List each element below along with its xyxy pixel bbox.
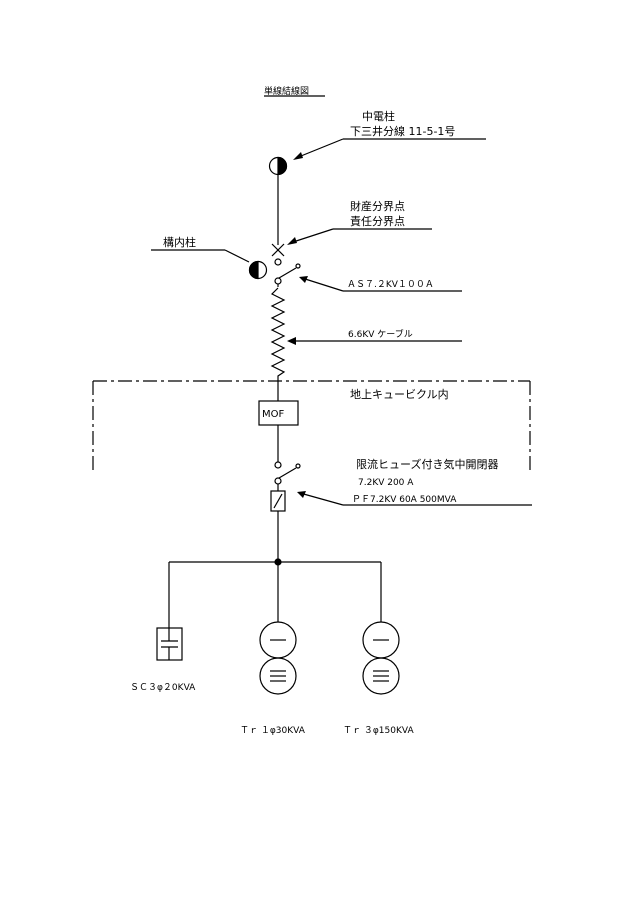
yard-pole-label: 構内柱: [163, 235, 196, 249]
as-leader: [301, 277, 344, 292]
fuse-symbol: [270, 490, 286, 512]
air-switch-symbol: [274, 263, 301, 287]
cubicle-label: 地上キュービクル内: [350, 387, 449, 401]
pf-label-line1: 限流ヒューズ付き気中開閉器: [356, 457, 498, 471]
demarcation-label-line2: 責任分界点: [350, 214, 405, 228]
demarcation-point-symbol: [271, 243, 285, 257]
tr1-label: Ｔｒ １φ30KVA: [240, 726, 306, 736]
pole-label-leader: [295, 138, 344, 159]
sc-label: ＳＣ３φ２0KVA: [130, 683, 196, 693]
yard-pole-leader: [224, 249, 250, 263]
cable-symbol: [270, 287, 286, 392]
transformer-3-symbol: [362, 621, 400, 695]
pf-label-line2: 7.2KV 200 A: [358, 478, 414, 488]
connection-node: [274, 258, 282, 266]
pole-label-line2: 下三井分線 11-5-1号: [350, 124, 455, 138]
cable-label: 6.6KV ケーブル: [348, 328, 413, 340]
transformer-1-symbol: [259, 621, 297, 695]
utility-pole-symbol: [268, 156, 288, 176]
as-switch-label: ＡＳ７.２KV１００Ａ: [347, 280, 434, 290]
demarcation-label-line1: 財産分界点: [350, 199, 405, 213]
capacitor-symbol: [156, 627, 183, 661]
pf-leader: [299, 492, 344, 506]
cubicle-boundary: [92, 380, 531, 470]
demarcation-leader: [289, 228, 334, 244]
pf-label-line3: ＰＦ7.2KV 60A 500MVA: [352, 495, 457, 505]
pole-label-line1: 中電柱: [362, 109, 395, 123]
diagram-title: 単線結線図: [264, 85, 309, 97]
tr3-label: Ｔｒ ３φ150KVA: [343, 726, 414, 736]
yard-pole-symbol: [248, 260, 268, 280]
load-break-switch-symbol: [274, 461, 301, 491]
mof-label: MOF: [262, 409, 284, 420]
